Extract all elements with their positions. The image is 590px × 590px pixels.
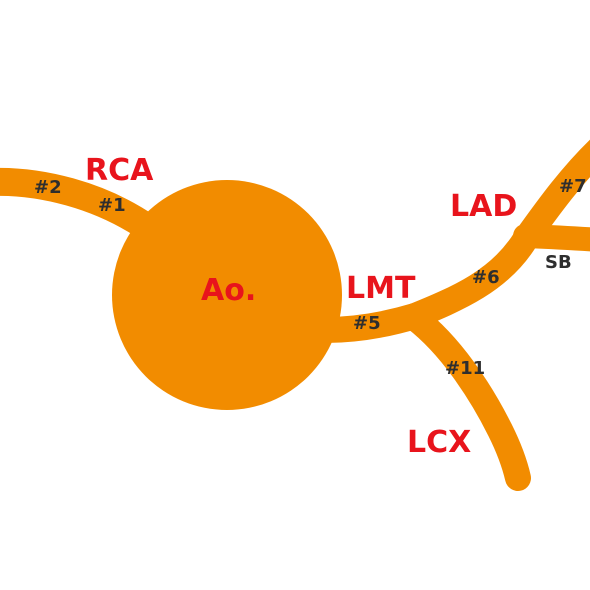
side-branch-vessel: [513, 224, 590, 252]
rca-label: RCA: [85, 153, 154, 188]
segment-5-label: #5: [353, 313, 381, 334]
aorta-circle: [112, 180, 342, 410]
rca-vessel: [0, 167, 162, 242]
lcx-vessel: [402, 305, 531, 491]
segment-6-label: #6: [472, 267, 500, 288]
lmt-label: LMT: [346, 271, 416, 306]
lad-label: LAD: [450, 189, 517, 224]
aorta-label: Ao.: [201, 273, 256, 308]
segment-2-label: #2: [34, 177, 62, 198]
segment-1-label: #1: [98, 195, 126, 216]
lcx-label: LCX: [407, 425, 471, 460]
side-branch-label: SB: [545, 252, 572, 273]
segment-7-label: #7: [559, 176, 587, 197]
segment-11-label: #11: [445, 358, 485, 379]
